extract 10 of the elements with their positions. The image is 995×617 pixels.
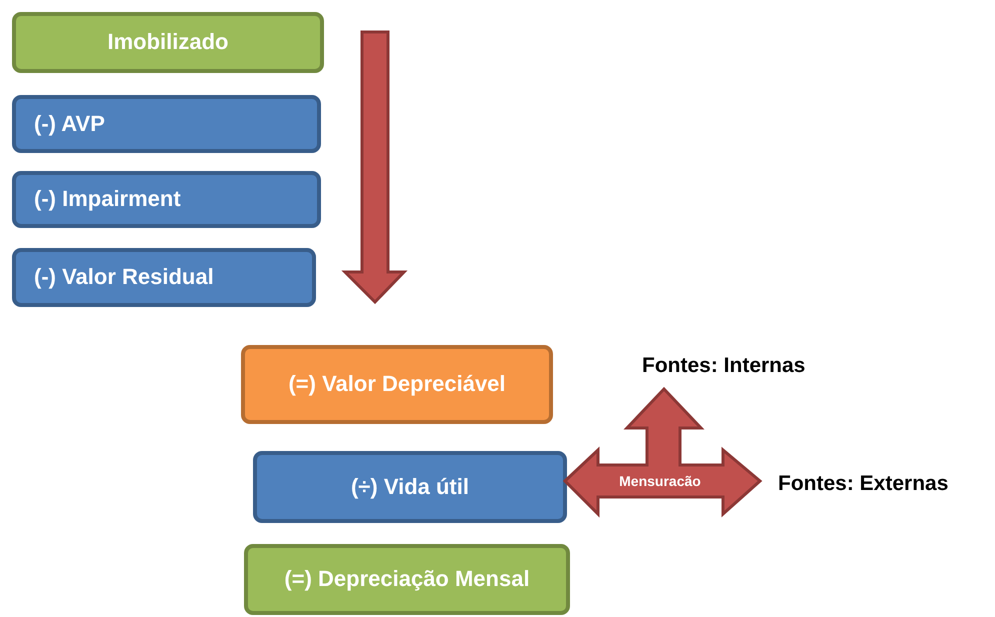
process-box: (=) Valor Depreciável xyxy=(241,345,553,424)
arrow-label: Mensuracão xyxy=(618,472,702,490)
process-box: (-) AVP xyxy=(12,95,321,153)
source-label: Fontes: Externas xyxy=(778,472,948,496)
process-box: Imobilizado xyxy=(12,12,324,73)
process-box: (÷) Vida útil xyxy=(253,451,567,523)
process-box: (-) Valor Residual xyxy=(12,248,316,307)
process-box: (=) Depreciação Mensal xyxy=(244,544,570,615)
source-label: Fontes: Internas xyxy=(642,354,806,378)
process-box: (-) Impairment xyxy=(12,171,321,228)
